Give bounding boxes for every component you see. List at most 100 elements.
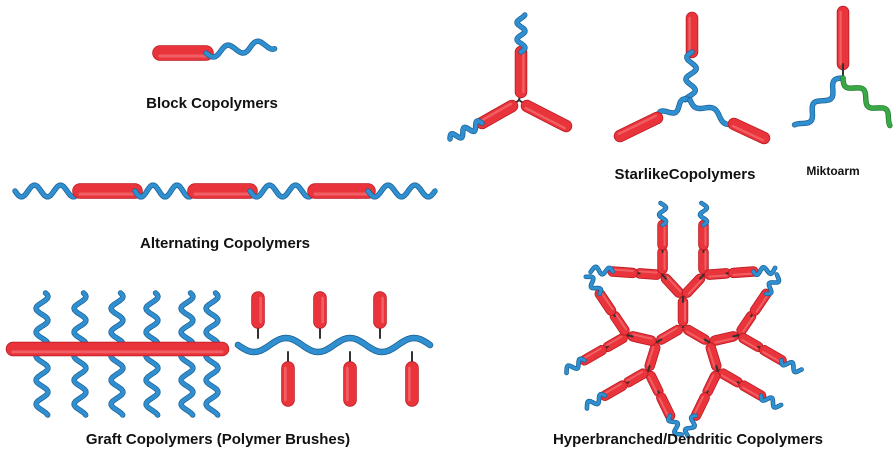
coil-segment xyxy=(248,183,317,199)
rod-highlight xyxy=(741,338,759,350)
rod-highlight xyxy=(605,335,623,347)
rod-segment xyxy=(628,331,656,346)
rod-highlight xyxy=(479,102,513,123)
rod-segment xyxy=(656,325,683,344)
coil-segment xyxy=(204,39,277,59)
coil-segment xyxy=(144,291,160,352)
coil-segment xyxy=(564,357,587,375)
rod-segment xyxy=(728,118,770,144)
rod-segment xyxy=(683,325,710,344)
alternating-copolymer-figure xyxy=(12,182,438,200)
coil-segment xyxy=(179,291,195,352)
brush-backbone xyxy=(235,335,433,355)
polymer-brush-figure xyxy=(234,291,434,407)
rod-highlight xyxy=(615,314,628,331)
coil-segment xyxy=(666,414,684,437)
rod-highlight xyxy=(755,293,769,313)
coil-segment xyxy=(584,275,603,296)
rod-highlight xyxy=(731,124,765,142)
rod-highlight xyxy=(741,386,762,399)
coil-segment xyxy=(779,358,804,374)
starlike-copolymer-figure xyxy=(447,11,771,145)
rod-segment xyxy=(691,393,710,421)
rod-highlight xyxy=(602,382,623,395)
coil-segment xyxy=(683,50,699,102)
rod-segment xyxy=(595,289,616,315)
coil-segment xyxy=(515,13,527,54)
label-starlike-copolymers: StarlikeCopolymers xyxy=(615,166,756,183)
rod-segment xyxy=(656,393,675,421)
rod-highlight xyxy=(648,375,658,394)
label-alternating-copolymers: Alternating Copolymers xyxy=(140,235,310,252)
rod-segment xyxy=(610,311,629,335)
rod-highlight xyxy=(666,276,682,293)
rod-segment xyxy=(750,289,771,315)
rod-segment xyxy=(600,381,627,401)
coil-segment xyxy=(133,183,197,199)
rod-highlight xyxy=(732,272,755,276)
coil-segment-outline xyxy=(687,97,737,128)
coil-segment xyxy=(792,76,845,127)
rod-segment xyxy=(614,112,663,142)
rod-highlight xyxy=(707,347,716,368)
rod-segment xyxy=(603,333,628,352)
label-hyperbranched-copolymers: Hyperbranched/Dendritic Copolymers xyxy=(553,431,823,448)
coil-segment xyxy=(698,201,709,227)
coil-segment xyxy=(841,76,892,128)
rod-segment xyxy=(645,343,660,371)
rod-segment xyxy=(703,371,720,396)
rod-segment xyxy=(718,369,743,387)
coil-segment xyxy=(655,97,692,120)
rod-highlight xyxy=(704,374,715,392)
coil-segment xyxy=(657,201,668,227)
label-block-copolymers: Block Copolymers xyxy=(146,95,278,112)
rod-segment xyxy=(682,274,705,298)
coil-segment xyxy=(204,348,220,417)
rod-highlight xyxy=(708,274,728,278)
rod-segment xyxy=(579,345,607,365)
rod-segment xyxy=(737,311,756,335)
coil-segment xyxy=(751,265,777,277)
rod-segment xyxy=(738,333,763,352)
rod-highlight xyxy=(600,291,614,311)
rod-segment xyxy=(704,268,731,280)
rod-segment xyxy=(623,369,648,387)
rod-segment xyxy=(710,331,738,346)
coil-segment xyxy=(72,291,88,352)
coil-segment xyxy=(204,291,220,352)
rod-highlight xyxy=(714,337,735,344)
rod-highlight xyxy=(659,327,678,339)
coil-segment xyxy=(759,394,783,410)
label-graft-copolymers: Graft Copolymers (Polymer Brushes) xyxy=(86,431,350,448)
coil-segment xyxy=(144,348,160,417)
coil-segment xyxy=(109,348,125,417)
rod-segment xyxy=(608,267,638,278)
rod-segment xyxy=(635,268,662,280)
rod-segment xyxy=(661,274,684,298)
rod-highlight xyxy=(742,316,754,333)
rod-highlight xyxy=(687,279,703,295)
coil-segment xyxy=(683,414,698,438)
hyperbranched-copolymer-figure xyxy=(564,200,804,439)
rod-segment xyxy=(728,267,758,278)
coil-segment xyxy=(34,291,50,352)
block-copolymer-figure xyxy=(152,38,278,61)
rod-highlight xyxy=(658,397,670,418)
rod-segment xyxy=(759,345,787,365)
rod-segment xyxy=(739,381,766,401)
rod-highlight xyxy=(617,114,658,136)
coil-segment xyxy=(109,291,125,352)
coil-segment xyxy=(366,183,437,199)
rod-highlight xyxy=(762,350,782,363)
rod-highlight xyxy=(686,330,705,343)
coil-segment xyxy=(688,98,736,127)
label-miktoarm: Miktoarm xyxy=(806,164,859,178)
coil-segment xyxy=(589,265,615,276)
rod-highlight xyxy=(638,270,658,274)
miktoarm-copolymer-figure xyxy=(791,5,893,129)
graft-copolymer-figure xyxy=(5,290,230,418)
coil-segment xyxy=(585,392,607,411)
rod-segment xyxy=(521,100,572,132)
rod-highlight xyxy=(720,374,738,385)
